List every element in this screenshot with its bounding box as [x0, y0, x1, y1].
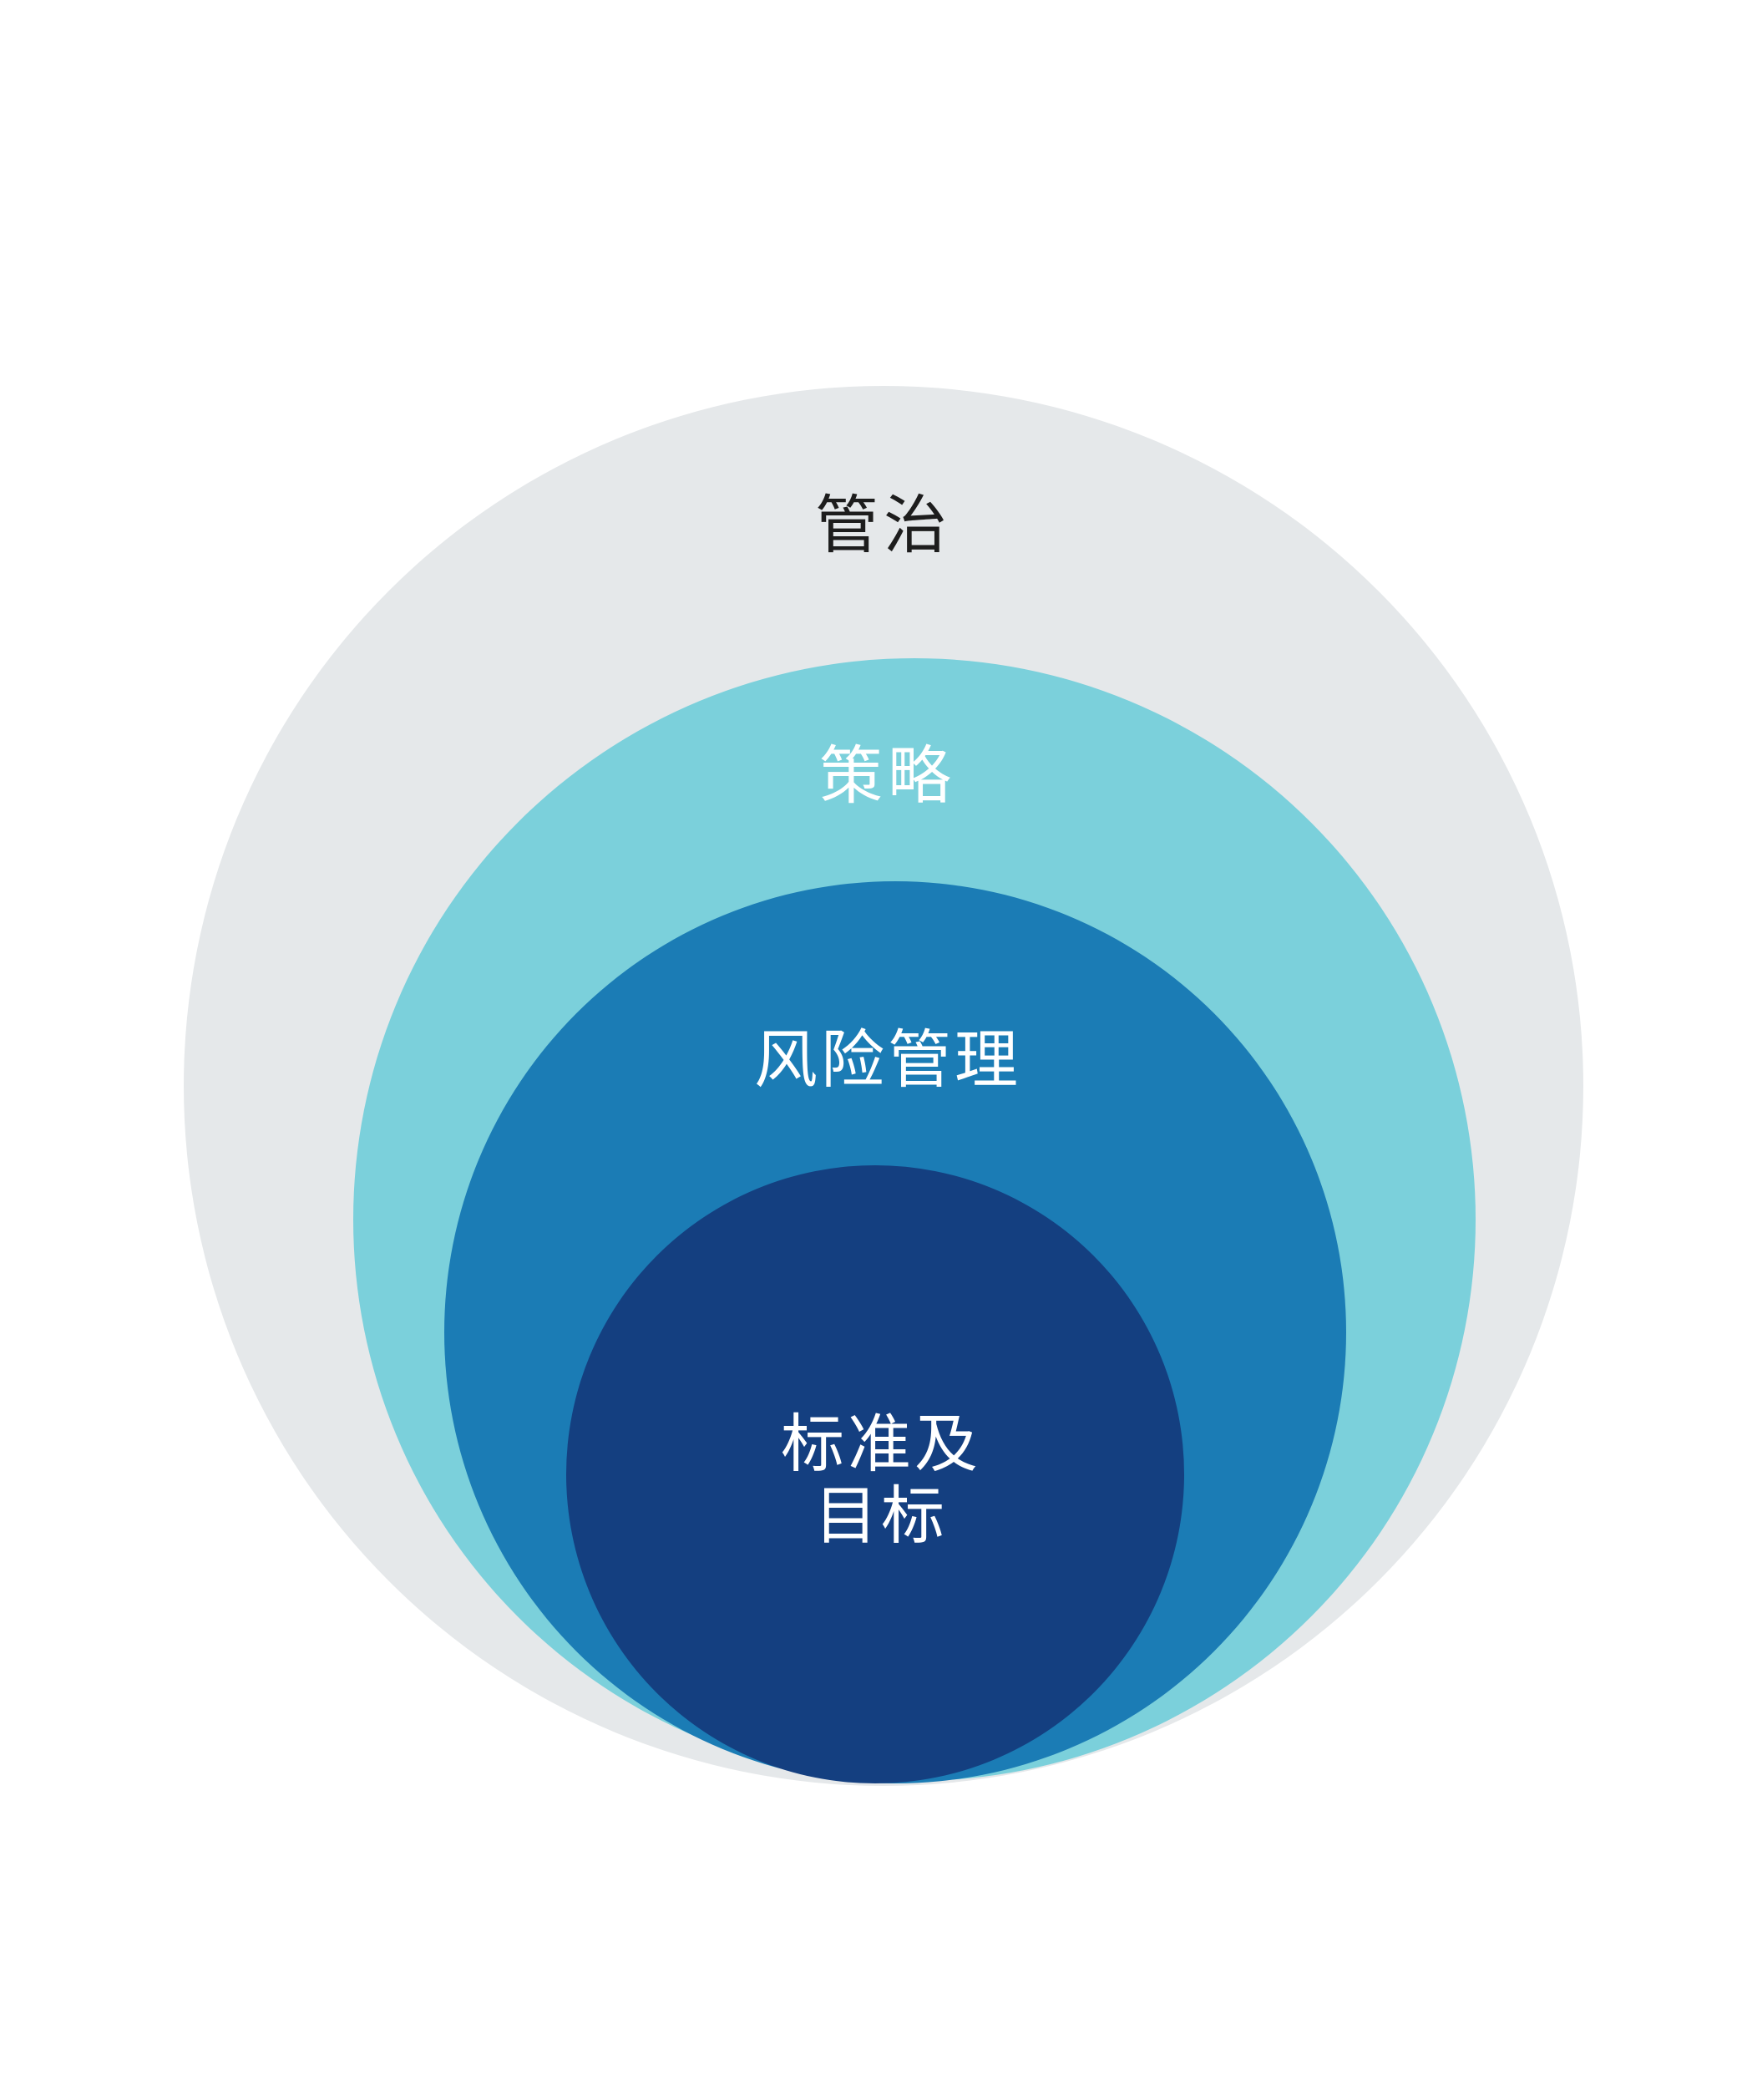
label-governance: 管治 — [815, 490, 952, 561]
label-risk-management: 风险管理 — [754, 1025, 1021, 1096]
circle-standards-and-targets[interactable] — [566, 1165, 1184, 1783]
label-line: 目标 — [814, 1481, 948, 1552]
label-standards-and-targets: 标准及目标 — [781, 1409, 981, 1552]
label-line: 标准及 — [781, 1409, 981, 1480]
label-strategy: 策略 — [819, 741, 956, 812]
